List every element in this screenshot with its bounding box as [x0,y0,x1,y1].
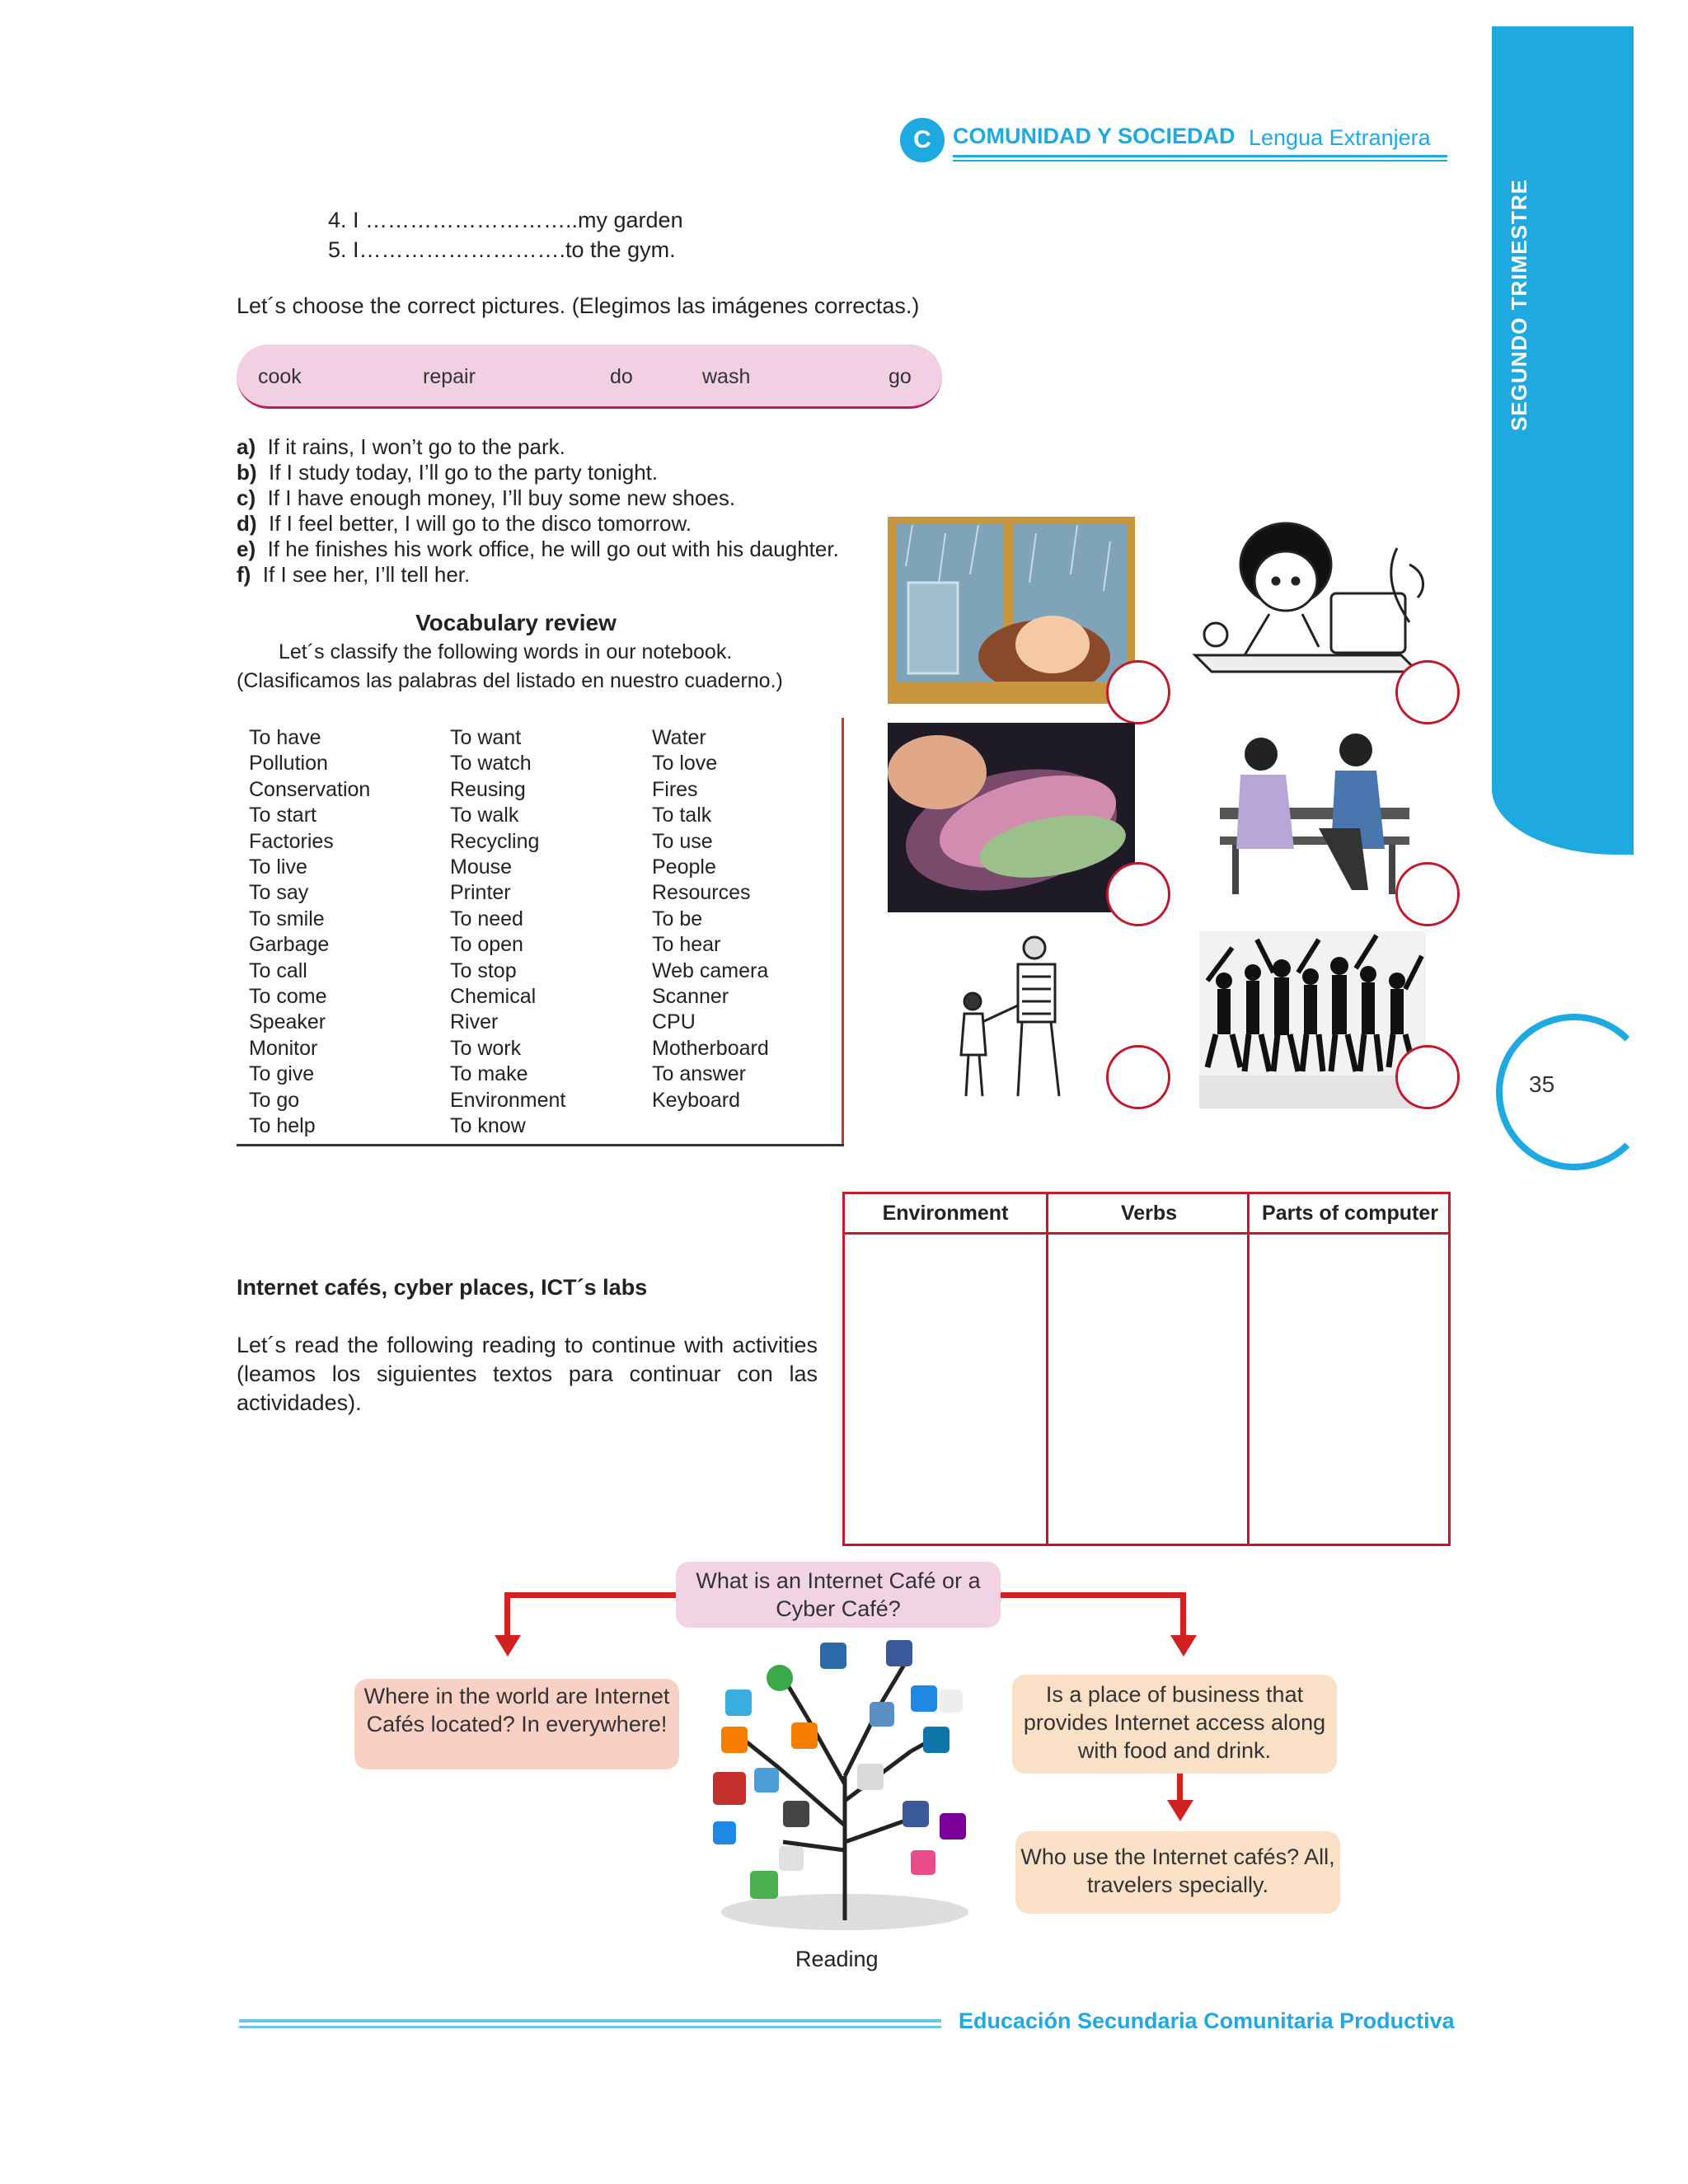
vocab-title: Vocabulary review [415,610,617,635]
social-media-tree-picture [701,1636,989,1933]
money-picture [888,723,1135,912]
header-rule [953,160,1447,162]
side-tab-label: SEGUNDO TRIMESTRE [1507,179,1531,431]
diagram-arrowhead [495,1635,521,1657]
diagram-caption: Reading [795,1947,879,1971]
table-divider [1046,1194,1048,1544]
table-divider [1247,1194,1250,1544]
table-divider [845,1232,1448,1235]
sentence-item: c) If I have enough money, I’ll buy some… [237,485,736,510]
choose-instruction: Let´s choose the correct pictures. (Eleg… [237,293,920,318]
word-bank-item: cook [258,365,302,388]
vocab-instruction-es: (Clasificamos las palabras del listado e… [237,669,783,692]
vocab-column-2: To want To watch Reusing To walk Recycli… [450,726,566,1138]
fill-line-5: 5. I……………………….to the gym. [328,237,676,262]
answer-circle[interactable] [1395,660,1460,724]
diagram-bottom-right-box: Who use the Internet cafés? All, travele… [1015,1831,1340,1914]
vocab-column-3: Water To love Fires To talk To use Peopl… [652,726,769,1112]
rainy-window-picture [888,517,1135,704]
footer-rule [239,2019,941,2022]
vocab-frame [842,718,844,1146]
women-bench-picture [1195,725,1426,902]
word-bank [237,344,942,409]
footer-title: Educación Secundaria Comunitaria Product… [959,2008,1455,2033]
page-number: 35 [1529,1071,1555,1097]
page-number-ring [1496,1014,1653,1170]
diagram-center-question: What is an Internet Café or a Cyber Café… [676,1562,1001,1628]
fill-line-4: 4. I ………………………..my garden [328,208,683,232]
section-logo-icon: C [900,118,945,162]
vocab-frame [237,1144,844,1146]
girl-computer-picture [1179,515,1434,701]
table-header-parts-of-computer: Parts of computer [1262,1202,1438,1225]
classification-table: Environment Verbs Parts of computer [842,1192,1451,1546]
internet-paragraph: Let´s read the following reading to cont… [237,1333,818,1415]
sentence-item: e) If he finishes his work office, he wi… [237,537,839,561]
sentence-item: a) If it rains, I won’t go to the park. [237,434,565,459]
diagram-left-box: Where in the world are Internet Cafés lo… [354,1679,679,1769]
word-bank-item: repair [423,365,476,388]
table-header-verbs: Verbs [1120,1202,1178,1225]
word-bank-item: wash [702,365,751,388]
header-rule [953,155,1447,157]
diagram-arrowhead [1167,1800,1193,1821]
vocab-instruction: Let´s classify the following words in ou… [279,640,733,663]
diagram-arrow [1177,1772,1183,1803]
header-title: COMUNIDAD Y SOCIEDAD [953,124,1236,148]
page-number-ring-mask [1634,989,1688,1203]
vocab-column-1: To have Pollution Conservation To start … [249,726,371,1138]
diagram-arrowhead [1170,1635,1197,1657]
sentence-item: b) If I study today, I’ll go to the part… [237,460,659,485]
answer-circle[interactable] [1395,862,1460,926]
sentence-list: a) If it rains, I won’t go to the park. … [237,434,839,588]
word-bank-item: do [610,365,633,388]
diagram-right-box: Is a place of business that provides Int… [1012,1675,1337,1774]
side-tab [1492,26,1634,855]
table-header-environment: Environment [882,1202,1009,1225]
footer-rule [239,2026,941,2028]
word-bank-item: go [889,365,912,388]
diagram-arrow [999,1592,1186,1598]
father-daughter-picture [940,931,1096,1108]
sentence-item: d) If I feel better, I will go to the di… [237,511,692,536]
diagram-arrow [1180,1592,1186,1638]
sentence-item: f) If I see her, I’ll tell her. [237,562,471,587]
header-subtitle: Lengua Extranjera [1249,125,1431,150]
internet-heading: Internet cafés, cyber places, ICT´s labs [237,1275,648,1300]
diagram-arrow [504,1592,678,1598]
answer-circle[interactable] [1395,1045,1460,1109]
dancing-silhouettes-picture [1199,931,1426,1108]
diagram-arrow [504,1592,510,1638]
answer-circle[interactable] [1106,1045,1170,1109]
answer-circle[interactable] [1106,862,1170,926]
answer-circle[interactable] [1106,660,1170,724]
